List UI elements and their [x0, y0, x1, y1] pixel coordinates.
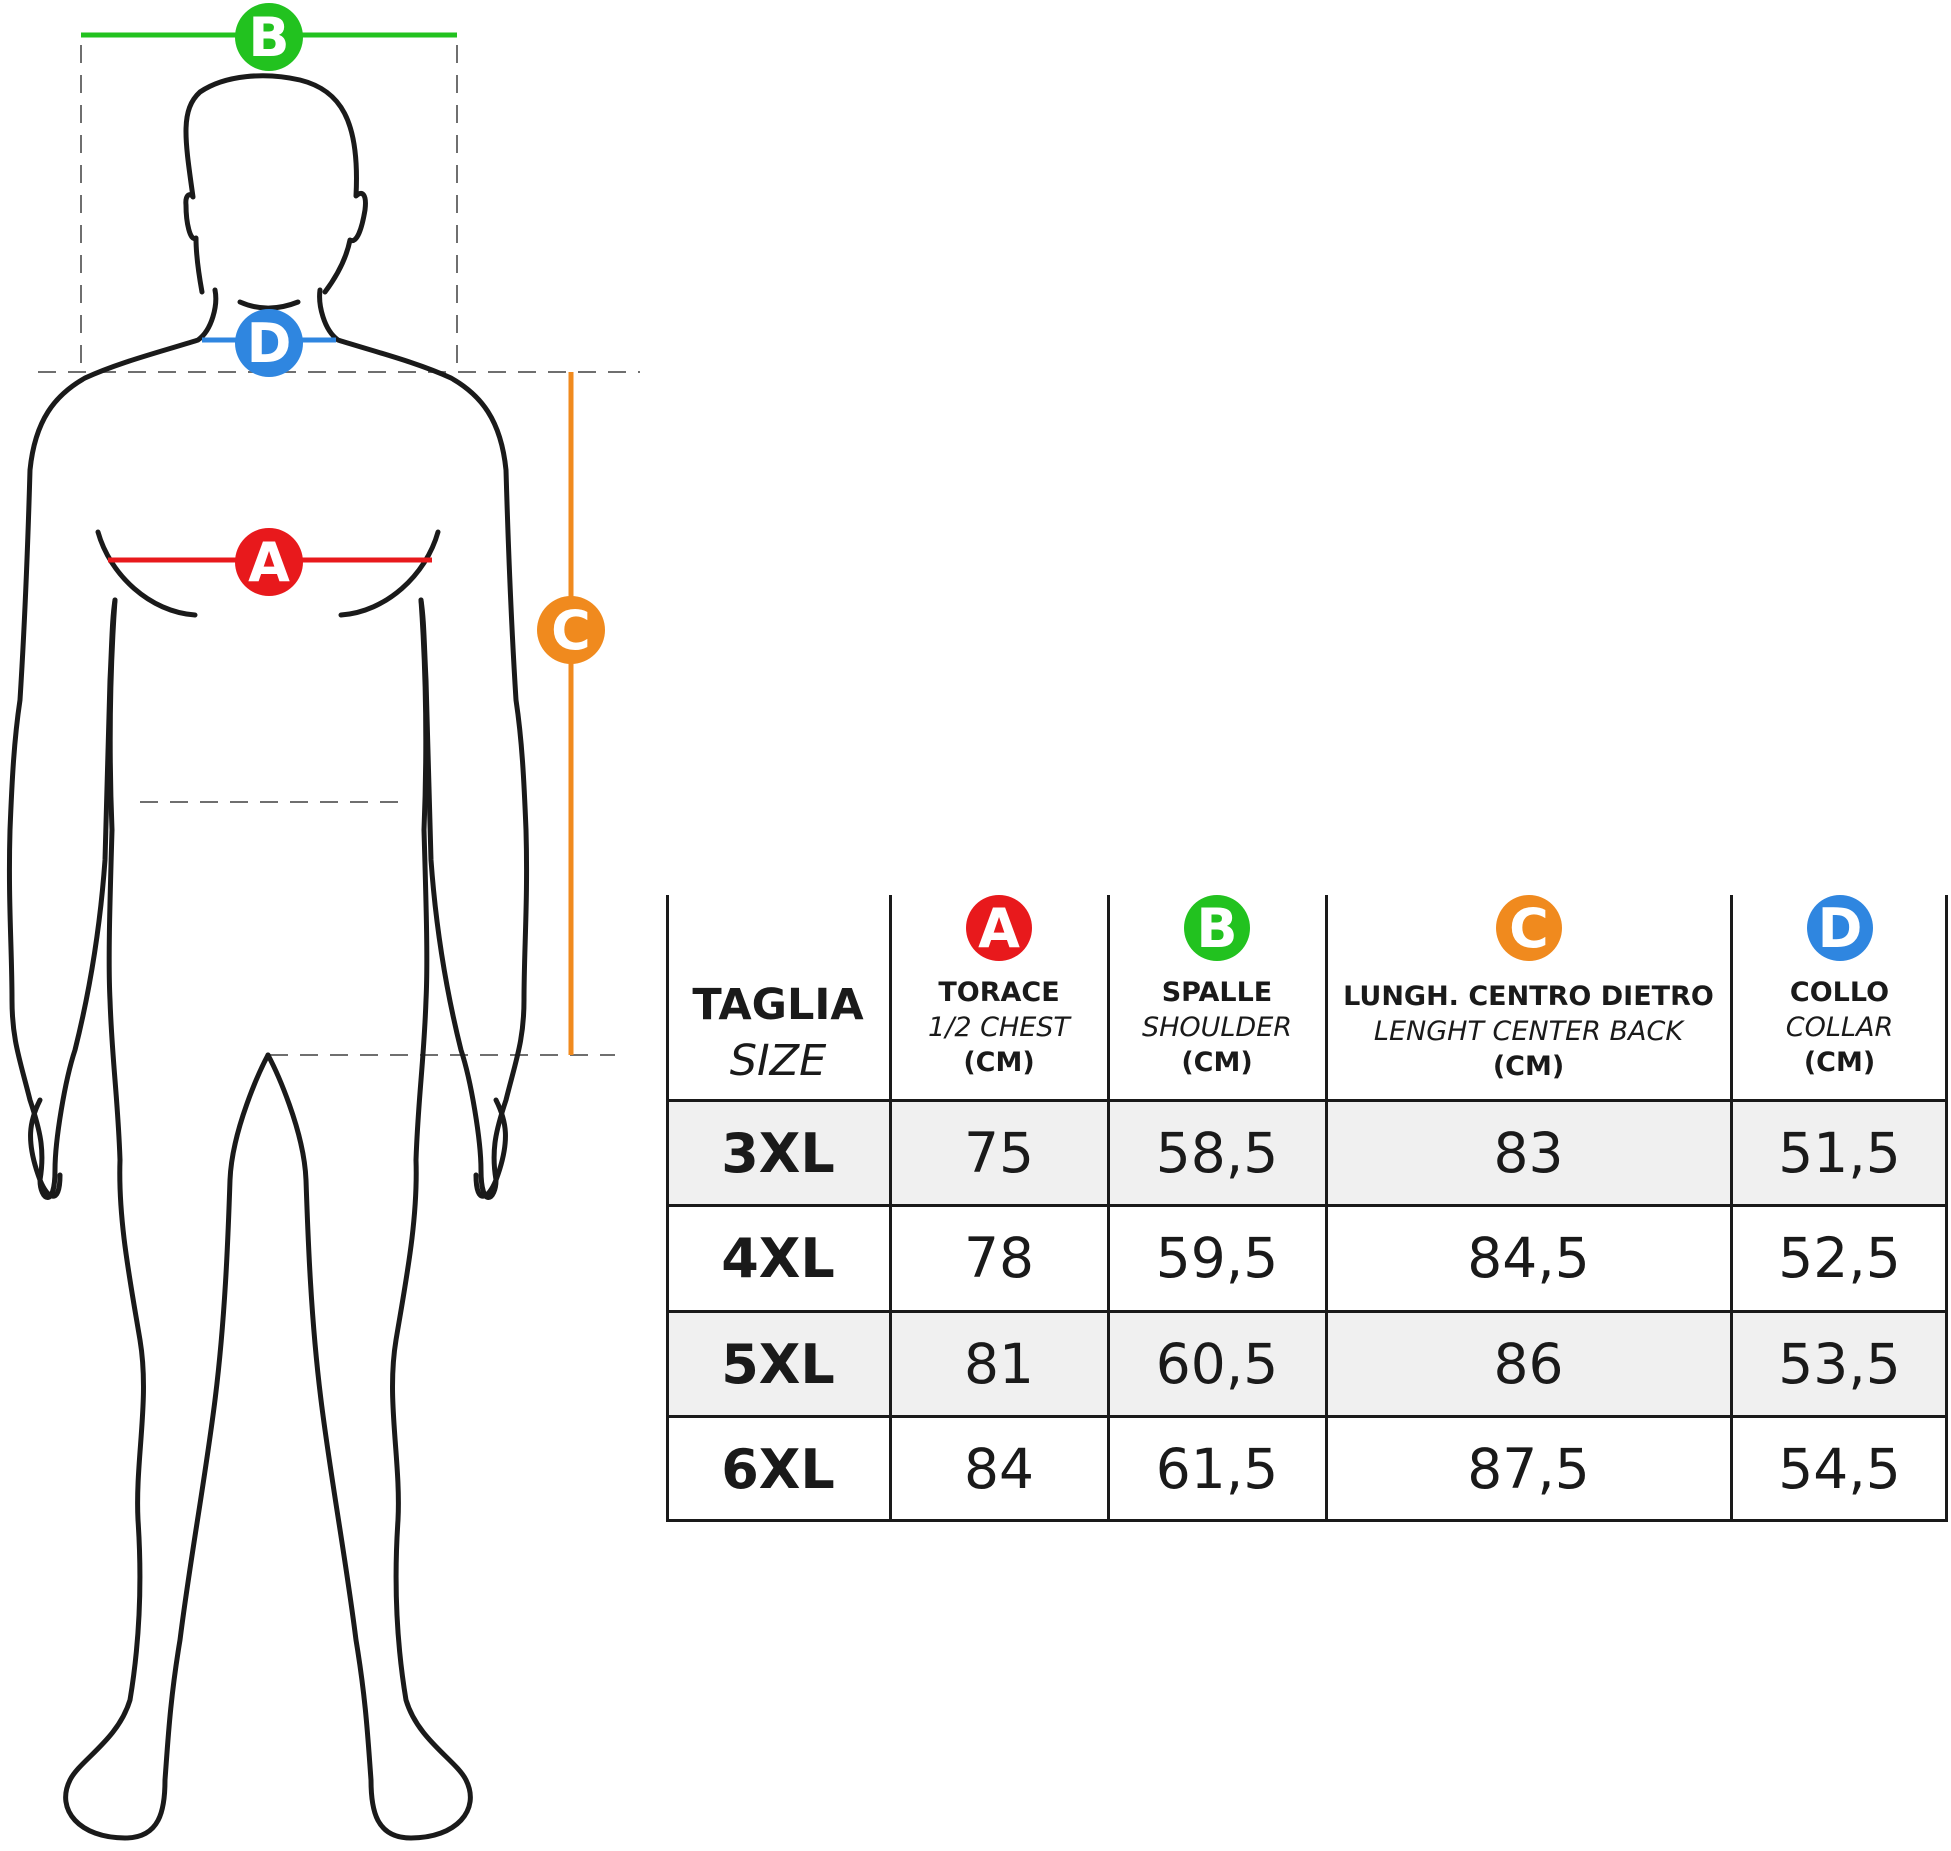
table-divider-v3: [1325, 895, 1328, 1522]
header-badge-a: A: [966, 895, 1032, 961]
cell-shoulder-3xl: 58,5: [1155, 1121, 1279, 1185]
cell-chest-3xl: 75: [964, 1121, 1034, 1185]
badge-b-letter: B: [248, 6, 289, 69]
badge-a-letter: A: [248, 531, 290, 594]
right-side-outline: [317, 287, 530, 1200]
size-table: TAGLIA SIZE 3XL 4XL 5XL 6XL A TORACE 1/2…: [666, 895, 1948, 1522]
measurement-lines: [81, 32, 574, 1055]
badge-c-circle: [537, 596, 605, 664]
header-collar-en: COLLAR: [1785, 1012, 1894, 1043]
cell-back-length-4xl: 84,5: [1467, 1226, 1590, 1290]
right-hand-outline: [473, 1097, 508, 1199]
header-shoulder: B SPALLE SHOULDER (CM): [1108, 895, 1326, 1100]
cell-collar-4xl: 52,5: [1778, 1226, 1901, 1290]
column-shoulder: B SPALLE SHOULDER (CM) 58,5 59,5 60,5 61…: [1108, 895, 1326, 1522]
table-divider-v4: [1730, 895, 1733, 1522]
header-chest: A TORACE 1/2 CHEST (CM): [890, 895, 1108, 1100]
table-divider-v1: [889, 895, 892, 1522]
badge-b-circle: [235, 3, 303, 71]
column-collar: D COLLO COLLAR (CM) 51,5 52,5 53,5 54,5: [1731, 895, 1948, 1522]
badge-d: D: [235, 309, 303, 377]
header-badge-d: D: [1806, 895, 1873, 961]
header-collar-it: COLLO: [1789, 977, 1890, 1008]
table-divider-h1: [666, 1099, 1948, 1102]
right-leg-outline: [265, 597, 473, 1841]
cell-size-6xl: 6XL: [721, 1438, 835, 1501]
svg-text:B: B: [1196, 897, 1237, 960]
left-leg-outline: [63, 597, 271, 1841]
header-badge-c: C: [1495, 895, 1562, 961]
badge-c: C: [537, 596, 605, 664]
header-shoulder-it: SPALLE: [1161, 977, 1273, 1008]
badge-a-circle: [235, 528, 303, 596]
header-size-it: TAGLIA: [692, 980, 864, 1030]
cell-chest-4xl: 78: [964, 1226, 1034, 1290]
header-chest-en: 1/2 CHEST: [928, 1012, 1070, 1043]
header-back-length-en: LENGHT CENTER BACK: [1373, 1016, 1684, 1047]
header-collar: D COLLO COLLAR (CM): [1731, 895, 1948, 1100]
column-chest: A TORACE 1/2 CHEST (CM) 75 78 81 84: [890, 895, 1108, 1522]
badge-d-letter: D: [247, 312, 292, 375]
svg-text:C: C: [1509, 897, 1549, 960]
badge-a: A: [235, 528, 303, 596]
row-shade-5xl: [666, 1312, 1948, 1415]
header-size: TAGLIA SIZE: [666, 895, 890, 1100]
left-side-outline: [6, 287, 219, 1200]
cell-collar-3xl: 51,5: [1778, 1121, 1901, 1185]
guide-lines: [38, 45, 640, 1056]
column-back-length: C LUNGH. CENTRO DIETRO LENGHT CENTER BAC…: [1326, 895, 1731, 1522]
badge-c-letter: C: [551, 599, 591, 662]
table-divider-h5: [666, 1519, 1948, 1522]
cell-shoulder-4xl: 59,5: [1155, 1226, 1279, 1290]
cell-back-length-3xl: 83: [1493, 1121, 1564, 1185]
badge-d-circle: [235, 309, 303, 377]
cell-collar-6xl: 54,5: [1778, 1437, 1901, 1501]
header-shoulder-unit: (CM): [1181, 1047, 1253, 1078]
header-chest-unit: (CM): [963, 1047, 1035, 1078]
header-collar-unit: (CM): [1803, 1047, 1876, 1078]
right-chest-line: [338, 529, 441, 618]
header-shoulder-en: SHOULDER: [1141, 1012, 1293, 1043]
column-size: TAGLIA SIZE 3XL 4XL 5XL 6XL: [666, 895, 890, 1522]
header-back-length-it: LUNGH. CENTRO DIETRO: [1343, 981, 1714, 1012]
body-outline: [6, 73, 530, 1841]
header-size-en: SIZE: [729, 1036, 827, 1086]
badge-b: B: [235, 3, 303, 71]
cell-shoulder-6xl: 61,5: [1155, 1437, 1279, 1501]
table-divider-h3: [666, 1310, 1948, 1313]
header-chest-it: TORACE: [938, 977, 1060, 1008]
cell-collar-5xl: 53,5: [1778, 1332, 1901, 1396]
cell-size-4xl: 4XL: [721, 1227, 835, 1290]
table-divider-v2: [1107, 895, 1110, 1522]
cell-chest-5xl: 81: [964, 1332, 1034, 1396]
cell-back-length-5xl: 86: [1493, 1332, 1564, 1396]
cell-chest-6xl: 84: [964, 1437, 1034, 1501]
table-divider-h4: [666, 1415, 1948, 1418]
header-badge-b: B: [1184, 895, 1250, 961]
header-back-length: C LUNGH. CENTRO DIETRO LENGHT CENTER BAC…: [1326, 895, 1731, 1100]
svg-text:D: D: [1817, 897, 1862, 960]
cell-size-3xl: 3XL: [721, 1122, 835, 1185]
svg-text:A: A: [978, 897, 1020, 960]
cell-size-5xl: 5XL: [721, 1333, 835, 1396]
cell-back-length-6xl: 87,5: [1467, 1437, 1590, 1501]
row-shade-3xl: [666, 1101, 1948, 1204]
table-divider-h2: [666, 1204, 1948, 1207]
cell-shoulder-5xl: 60,5: [1155, 1332, 1279, 1396]
head-outline: [183, 73, 368, 295]
collar-curve: [237, 299, 301, 311]
left-chest-line: [95, 529, 198, 618]
left-hand-outline: [28, 1097, 63, 1199]
table-divider-v0: [666, 895, 669, 1522]
table-divider-v5: [1945, 895, 1948, 1522]
header-back-length-unit: (CM): [1492, 1051, 1565, 1082]
